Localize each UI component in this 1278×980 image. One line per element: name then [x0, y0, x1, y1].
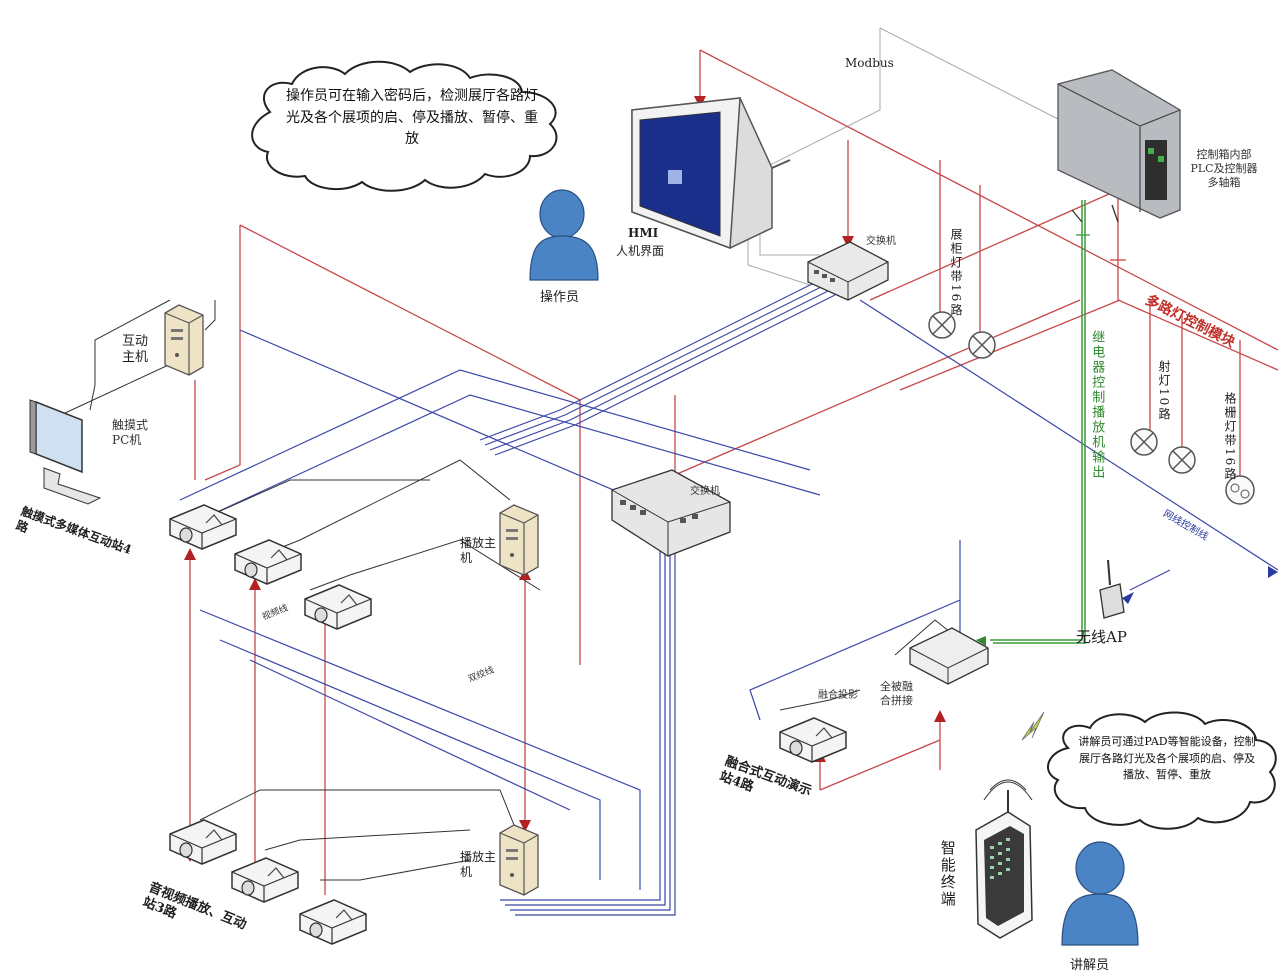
- switch-middle: [611, 469, 731, 557]
- operator-callout-text: 操作员可在输入密码后，检测展厅各路灯光及各个展项的启、停及播放、暂停、重放: [286, 88, 538, 148]
- lamp-4: [1168, 446, 1196, 474]
- touch-pc-monitor: [29, 399, 102, 505]
- interactive-host-label: 互动主机: [122, 334, 149, 366]
- hmi-screen: [631, 97, 791, 250]
- lights-10-label: 射灯10路: [1157, 360, 1171, 422]
- operator-person: [529, 189, 599, 281]
- projector-6: [299, 899, 367, 945]
- interactive-host-tower: [164, 304, 204, 376]
- play-host2-label: 播放主机: [460, 850, 497, 879]
- fusion-box-label: 全被融合拼接: [880, 680, 913, 707]
- projector-1: [169, 504, 237, 550]
- smart-terminal: [975, 711, 1045, 939]
- hmi-label-2: 人机界面: [616, 244, 665, 258]
- blue-wires: [179, 279, 1278, 916]
- hmi-label-1: HMI: [628, 226, 659, 240]
- narrator-label: 讲解员: [1070, 958, 1110, 973]
- projector-fusion: [779, 717, 847, 763]
- play-host-label: 播放主机: [460, 536, 497, 565]
- projector-5: [231, 857, 299, 903]
- relay-switches: [1071, 204, 1126, 261]
- narrator-callout-bubble: [1046, 711, 1277, 830]
- lights-16-label: 展柜灯带16路: [949, 228, 963, 318]
- black-wires: [49, 299, 961, 881]
- projector-2: [234, 539, 302, 585]
- green-control-label: 继电器控制播放机输出: [1089, 330, 1105, 480]
- projector-4: [169, 819, 237, 865]
- wireless-ap-label: 无线AP: [1076, 628, 1127, 646]
- narrator-person: [1061, 841, 1139, 946]
- switch-big-label: 交换机: [690, 486, 720, 497]
- fusion-box: [909, 627, 989, 685]
- fusion-proj-label: 融合投影: [818, 690, 858, 701]
- lights-16b-label: 格栅灯带16路: [1223, 392, 1237, 482]
- operator-callout-bubble: [251, 60, 558, 192]
- smart-terminal-label: 智能终端: [938, 840, 957, 908]
- red-wires: [189, 49, 1278, 895]
- touch-pc-label: 触摸式PC机: [112, 418, 149, 447]
- narrator-callout-text: 讲解员可通过PAD等智能设备，控制展厅各路灯光及各个展项的启、停及播放、暂停、重…: [1078, 735, 1256, 781]
- play-host2-tower: [499, 824, 539, 896]
- lamp-2: [968, 331, 996, 359]
- switch-small-label: 交换机: [866, 236, 896, 247]
- projector-3: [304, 584, 372, 630]
- operator-label: 操作员: [540, 290, 580, 305]
- lamp-3: [1130, 428, 1158, 456]
- play-host-tower: [499, 504, 539, 576]
- wireless-ap: [1099, 559, 1125, 619]
- modbus-label: Modbus: [845, 56, 894, 70]
- plc-cabinet: [1057, 69, 1181, 219]
- plc-label: 控制箱内部PLC及控制器多轴箱: [1190, 148, 1258, 189]
- switch-top: [807, 241, 889, 301]
- green-wires: [990, 200, 1086, 644]
- lamp-5: [1225, 475, 1255, 505]
